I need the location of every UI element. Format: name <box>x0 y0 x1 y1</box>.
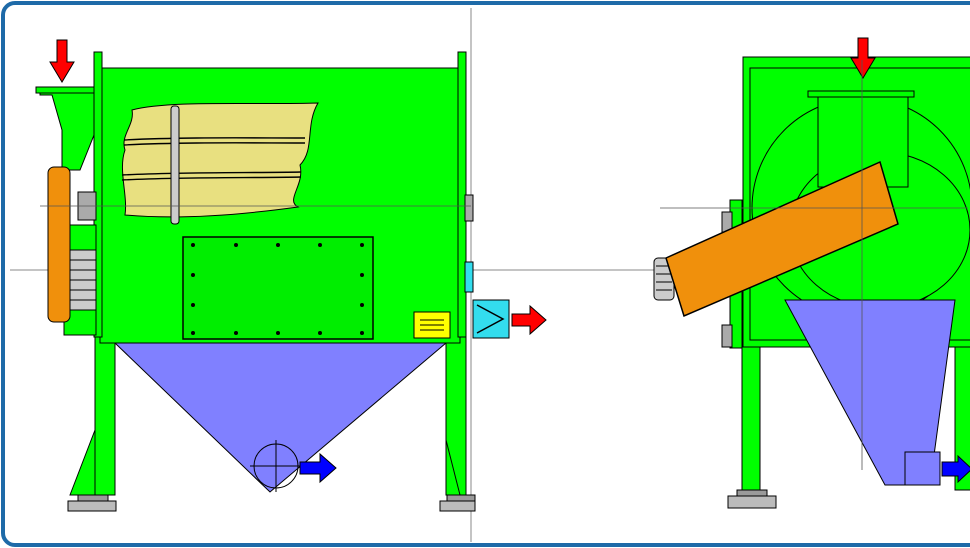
inlet-flange <box>35 86 95 94</box>
foot-left <box>67 494 117 512</box>
fines-outlet-flange <box>250 440 302 492</box>
bearing-right <box>464 194 474 222</box>
inspection-panel <box>182 236 374 340</box>
label-plate <box>413 311 451 339</box>
end-view <box>653 37 970 509</box>
oversize-outlet-arrow <box>511 304 547 336</box>
screen-mesh-bands <box>121 137 306 181</box>
end-leg-left <box>741 339 761 491</box>
end-inlet-arrow <box>850 37 876 79</box>
screen-shaft <box>170 105 180 225</box>
panel-bolts <box>191 243 364 335</box>
foot-right <box>439 494 476 512</box>
screen-mesh-cutaway <box>122 102 319 218</box>
side-view <box>10 8 960 542</box>
end-fines-outlet <box>904 451 941 486</box>
drive-pulley-guard <box>47 166 71 323</box>
end-motor <box>665 160 899 318</box>
material-inlet-arrow <box>49 39 75 83</box>
oversize-outlet-connector <box>464 261 474 293</box>
end-inlet-flange <box>807 90 915 98</box>
fines-outlet-arrow <box>299 452 337 484</box>
leg-left <box>94 324 116 496</box>
oversize-outlet-box <box>472 299 510 339</box>
end-fines-outlet-arrow <box>941 454 970 484</box>
end-foot-left <box>727 489 777 509</box>
